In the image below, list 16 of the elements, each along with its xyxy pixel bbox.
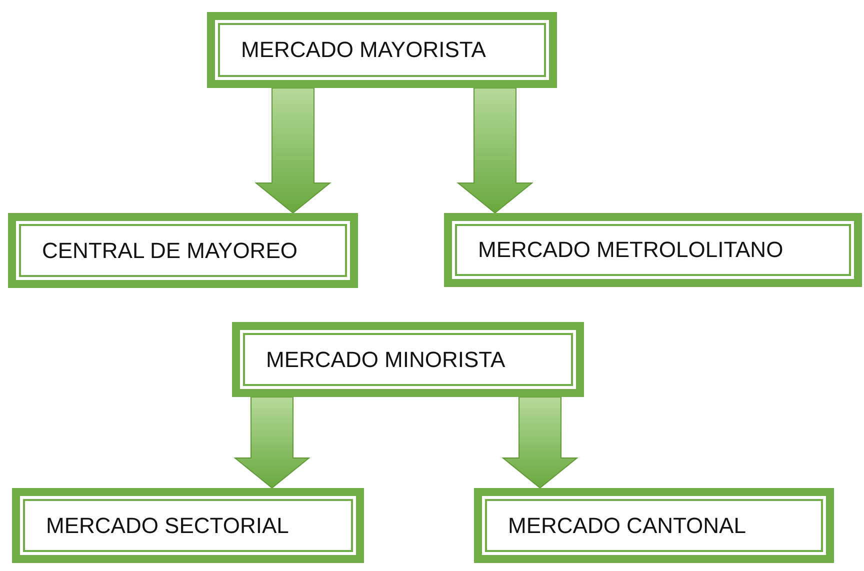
block-arrow (234, 396, 310, 489)
double-border-box (207, 12, 557, 88)
box-label: MERCADO SECTORIAL (46, 512, 289, 538)
box-label: MERCADO MINORISTA (266, 346, 506, 372)
box-label: MERCADO CANTONAL (508, 512, 746, 538)
block-arrow (456, 88, 534, 214)
double-border-box (474, 488, 834, 563)
double-border-box (444, 213, 862, 287)
double-border-box (12, 488, 364, 563)
box-label: CENTRAL DE MAYOREO (42, 238, 298, 264)
double-border-box (232, 322, 584, 397)
box-label: MERCADO METROLOLITANO (478, 237, 784, 263)
double-border-box (8, 213, 358, 288)
block-arrow (254, 88, 332, 214)
block-arrow (502, 396, 578, 489)
box-label: MERCADO MAYORISTA (241, 37, 486, 63)
